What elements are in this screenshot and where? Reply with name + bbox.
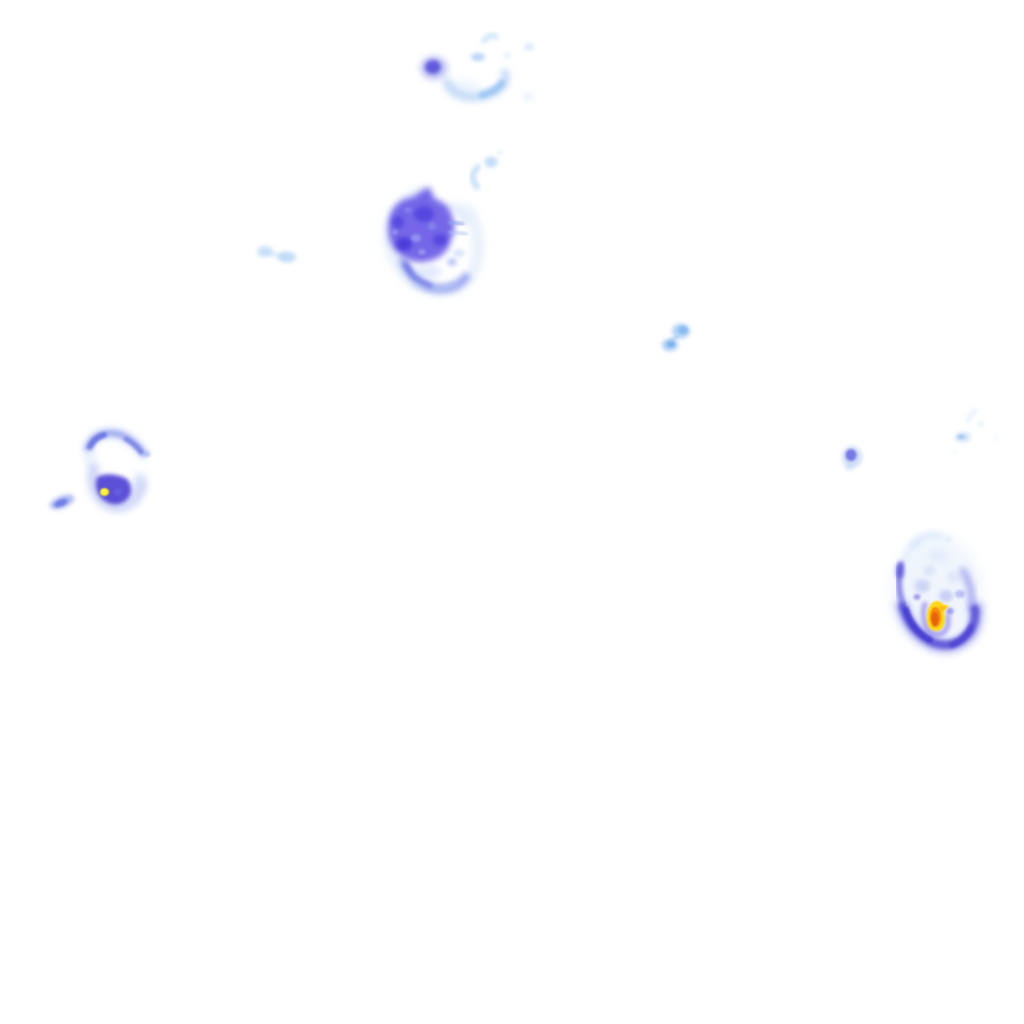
cell-large-center bbox=[384, 186, 483, 295]
wisp-upper-mid bbox=[469, 150, 503, 190]
wisps-far-right bbox=[952, 408, 999, 454]
wisp-left-mid bbox=[257, 246, 296, 263]
dot-right bbox=[842, 446, 862, 471]
cell-cluster-top bbox=[420, 32, 534, 102]
cell-bottom-right-with-orange-peak bbox=[890, 532, 985, 655]
hook-left-with-yellow-peak bbox=[49, 426, 151, 513]
wisp-right-mid bbox=[662, 323, 690, 351]
